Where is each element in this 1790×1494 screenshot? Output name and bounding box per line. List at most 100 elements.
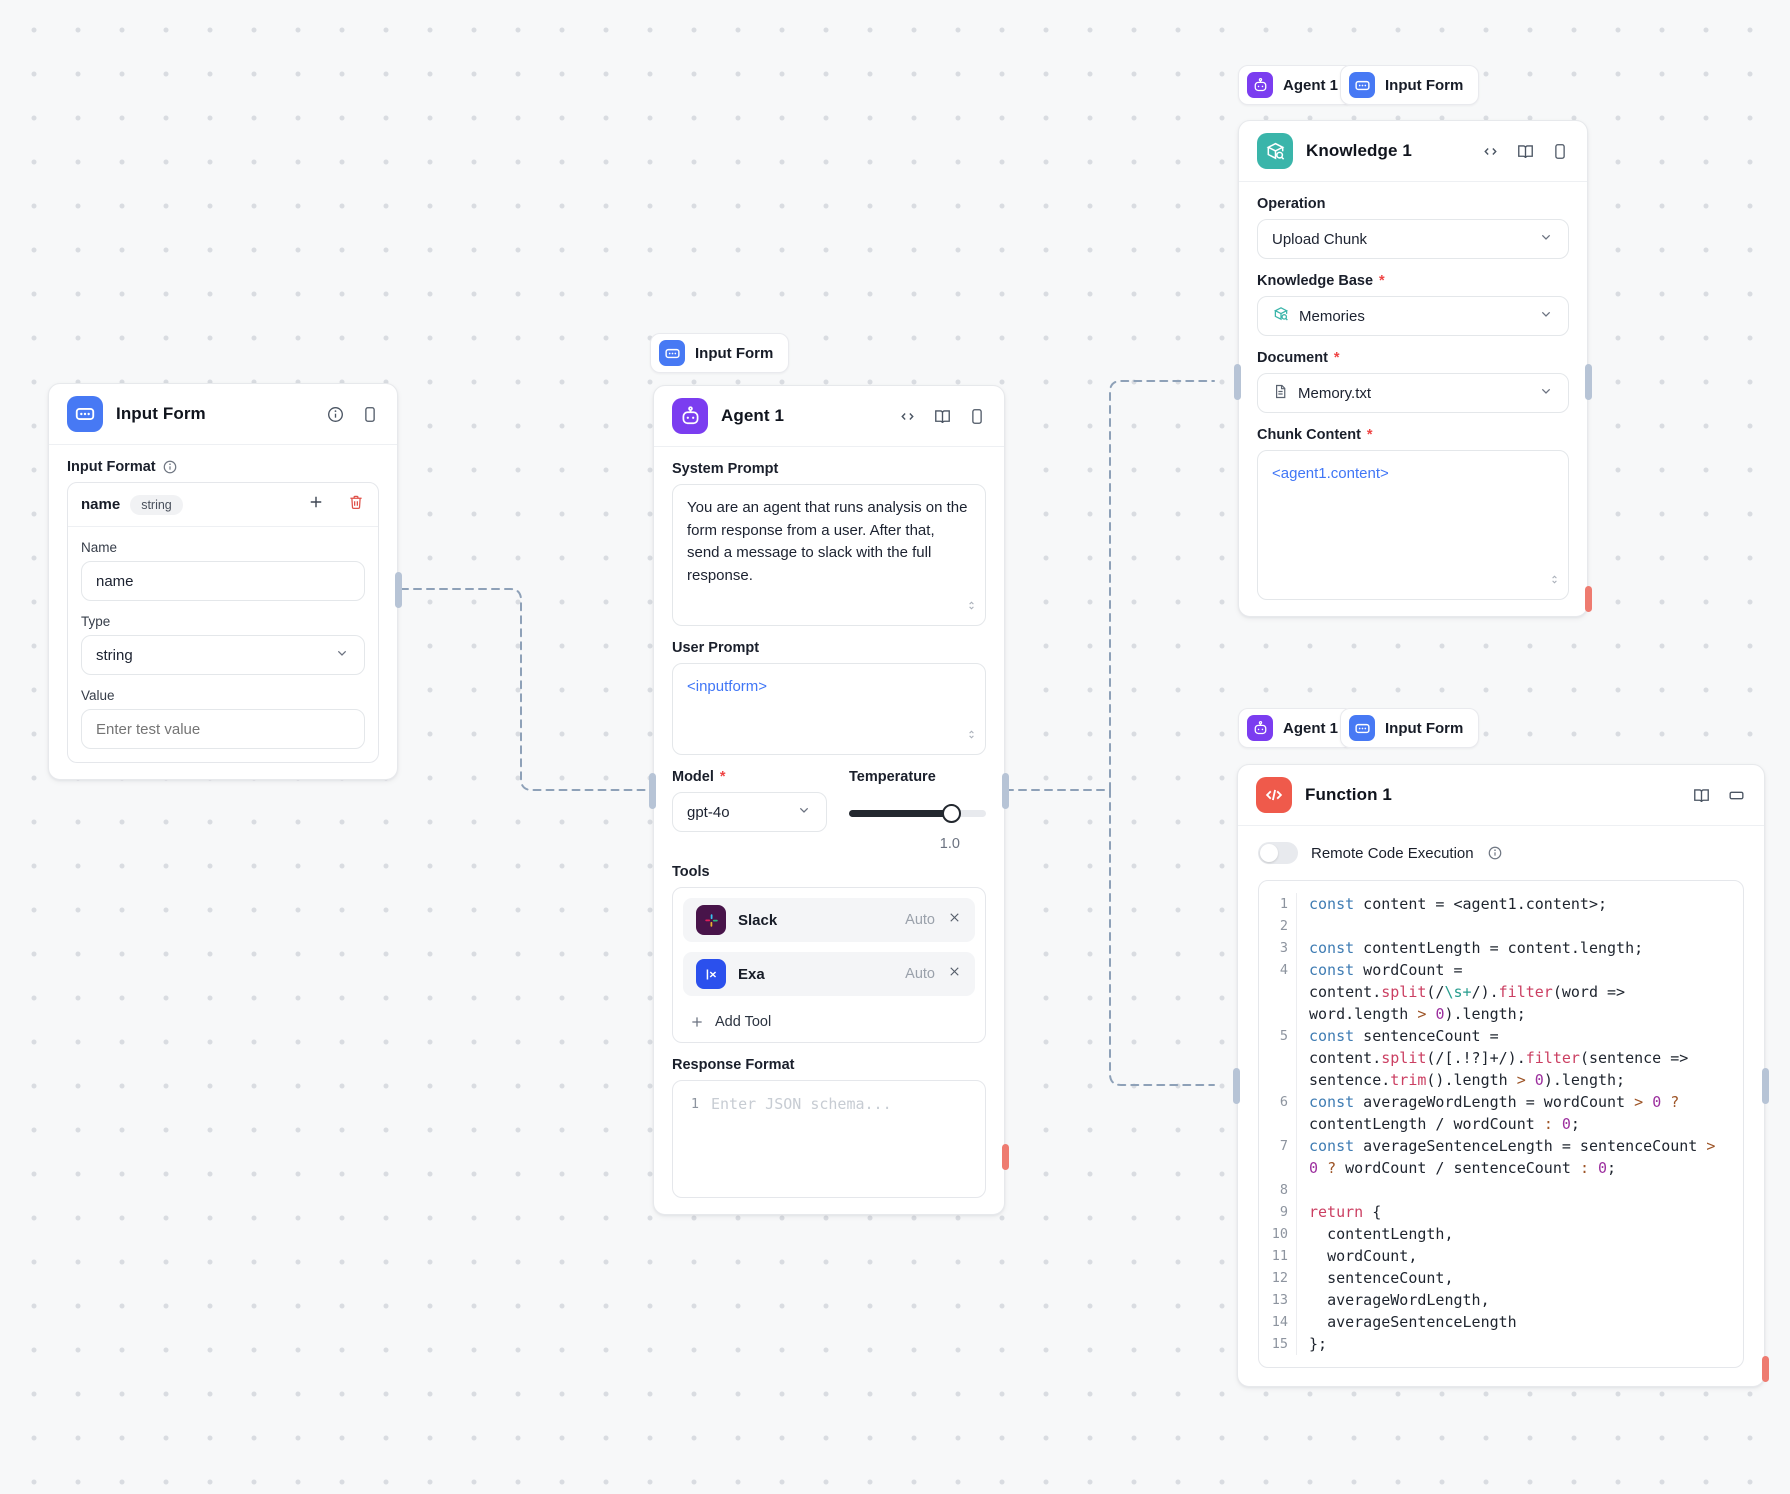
add-field-icon[interactable]	[307, 493, 325, 516]
value-input[interactable]	[96, 720, 350, 738]
divider	[1238, 825, 1764, 826]
docs-book-icon[interactable]	[1516, 142, 1535, 161]
error-output-handle[interactable]	[1585, 586, 1592, 612]
code-view-icon[interactable]	[1481, 142, 1500, 161]
node-header[interactable]: Input Form	[49, 384, 397, 444]
tools-list: Slack Auto Exa Auto Add Tool	[672, 887, 986, 1043]
slider-knob[interactable]	[941, 803, 961, 823]
output-handle[interactable]	[1762, 1068, 1769, 1104]
info-icon[interactable]	[162, 459, 178, 475]
code-line[interactable]: 8	[1263, 1179, 1739, 1201]
chunk-content-label: Chunk Content*	[1257, 427, 1373, 443]
line-number: 11	[1263, 1245, 1297, 1267]
mobile-preview-icon[interactable]	[361, 405, 379, 424]
line-number: 1	[690, 1096, 699, 1112]
code-line[interactable]: 13 averageWordLength,	[1263, 1289, 1739, 1311]
tool-mode[interactable]: Auto	[905, 966, 935, 982]
agent-icon	[1247, 72, 1273, 98]
pill-input-form[interactable]: Input Form	[1340, 65, 1480, 105]
info-icon[interactable]	[1487, 845, 1503, 861]
slack-icon	[696, 905, 726, 935]
resize-handle-icon[interactable]	[965, 597, 978, 620]
response-format-editor[interactable]: 1 Enter JSON schema...	[672, 1080, 986, 1198]
node-header[interactable]: Agent 1	[654, 386, 1004, 446]
line-number: 1	[1263, 893, 1297, 915]
plus-icon	[692, 1017, 702, 1027]
info-icon[interactable]	[326, 405, 345, 424]
remote-code-toggle[interactable]	[1258, 842, 1298, 864]
output-handle[interactable]	[1002, 773, 1009, 809]
line-number: 6	[1263, 1091, 1297, 1135]
type-select[interactable]: string	[81, 635, 365, 675]
tool-row-exa[interactable]: Exa Auto	[683, 952, 975, 996]
input-handle[interactable]	[649, 773, 656, 809]
line-number: 15	[1263, 1333, 1297, 1355]
file-icon	[1272, 383, 1289, 404]
pill-input-form[interactable]: Input Form	[650, 333, 790, 373]
code-line[interactable]: 15};	[1263, 1333, 1739, 1355]
resize-handle-icon[interactable]	[965, 726, 978, 749]
pill-agent-1[interactable]: Agent 1	[1238, 65, 1355, 105]
error-output-handle[interactable]	[1762, 1356, 1769, 1382]
output-handle[interactable]	[395, 572, 402, 608]
knowledge-icon	[1257, 133, 1293, 169]
node-knowledge-1[interactable]: Knowledge 1 Operation Upload Chunk Knowl…	[1234, 120, 1592, 617]
input-handle[interactable]	[1234, 364, 1241, 400]
pill-label: Input Form	[1385, 719, 1464, 737]
output-handle[interactable]	[1585, 364, 1592, 400]
node-header[interactable]: Function 1	[1238, 765, 1764, 825]
chevron-down-icon	[1538, 383, 1554, 403]
pill-input-form[interactable]: Input Form	[1340, 708, 1480, 748]
node-title: Input Form	[116, 404, 206, 423]
knowledge-base-label: Knowledge Base*	[1257, 273, 1385, 289]
model-select[interactable]: gpt-4o	[672, 792, 827, 832]
tool-row-slack[interactable]: Slack Auto	[683, 898, 975, 942]
panel-icon[interactable]	[1727, 786, 1746, 805]
code-view-icon[interactable]	[898, 407, 917, 426]
docs-book-icon[interactable]	[933, 407, 952, 426]
mobile-preview-icon[interactable]	[968, 407, 986, 426]
line-number: 3	[1263, 937, 1297, 959]
error-output-handle[interactable]	[1002, 1144, 1009, 1170]
code-line[interactable]: 14 averageSentenceLength	[1263, 1311, 1739, 1333]
remote-code-label: Remote Code Execution	[1311, 844, 1474, 862]
input-handle[interactable]	[1233, 1068, 1240, 1104]
temperature-slider[interactable]	[849, 792, 986, 834]
docs-book-icon[interactable]	[1692, 786, 1711, 805]
name-label: Name	[81, 540, 118, 555]
name-input[interactable]	[96, 572, 350, 590]
add-tool-button[interactable]: Add Tool	[683, 1006, 975, 1032]
document-select[interactable]: Memory.txt	[1257, 373, 1569, 413]
node-input-form[interactable]: Input Form Input Format name string Name	[48, 383, 402, 780]
input-form-icon	[1349, 72, 1375, 98]
delete-field-icon[interactable]	[347, 493, 365, 516]
remove-tool-icon[interactable]	[947, 964, 962, 984]
resize-handle-icon[interactable]	[1548, 571, 1561, 594]
tool-mode[interactable]: Auto	[905, 912, 935, 928]
line-number: 13	[1263, 1289, 1297, 1311]
node-agent-1[interactable]: Agent 1 System Prompt You are an agent t…	[649, 385, 1009, 1215]
node-header[interactable]: Knowledge 1	[1239, 121, 1587, 181]
code-line[interactable]: 11 wordCount,	[1263, 1245, 1739, 1267]
mobile-preview-icon[interactable]	[1551, 142, 1569, 161]
chunk-content-textarea[interactable]: <agent1.content>	[1257, 450, 1569, 600]
knowledge-base-select[interactable]: Memories	[1257, 296, 1569, 336]
code-line[interactable]: 2	[1263, 915, 1739, 937]
code-line[interactable]: 12 sentenceCount,	[1263, 1267, 1739, 1289]
system-prompt-textarea[interactable]: You are an agent that runs analysis on t…	[672, 484, 986, 626]
user-prompt-textarea[interactable]: <inputform>	[672, 663, 986, 755]
remove-tool-icon[interactable]	[947, 910, 962, 930]
pill-agent-1[interactable]: Agent 1	[1238, 708, 1355, 748]
operation-select[interactable]: Upload Chunk	[1257, 219, 1569, 259]
code-line[interactable]: 10 contentLength,	[1263, 1223, 1739, 1245]
